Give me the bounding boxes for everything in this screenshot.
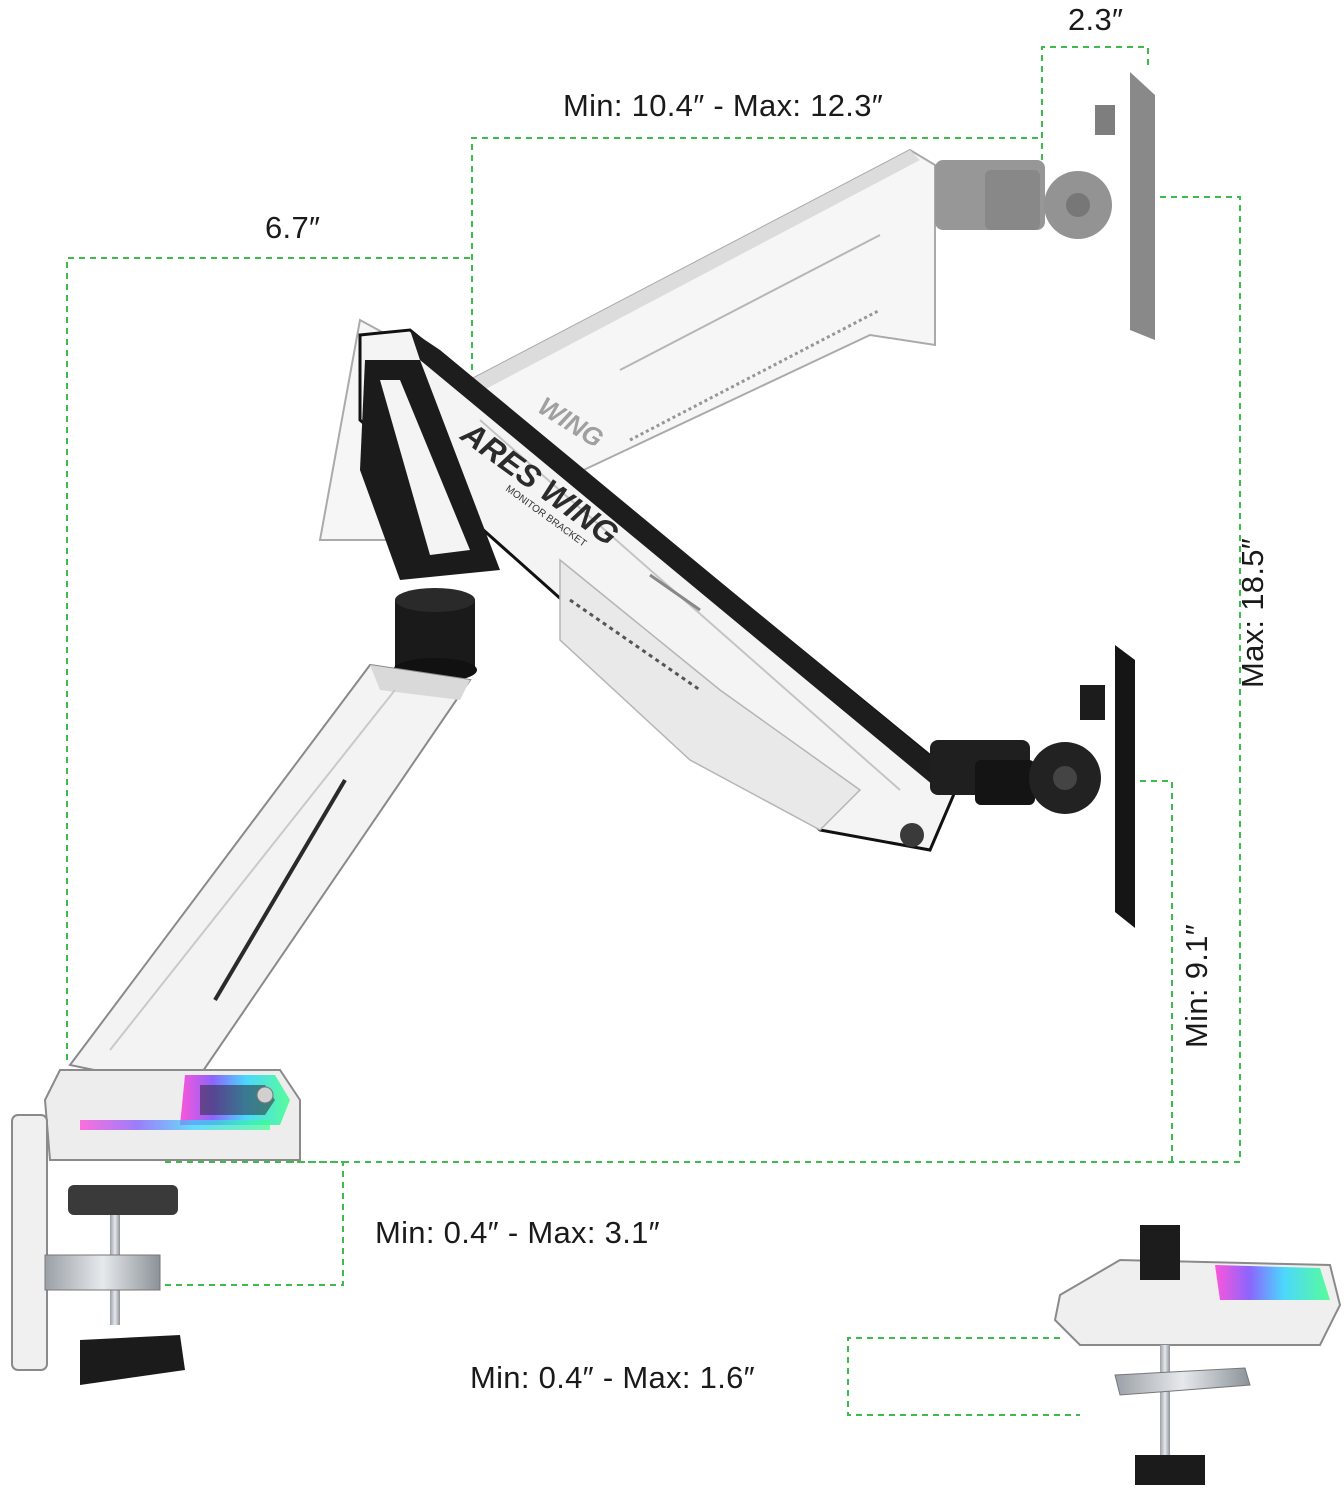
guide-inner-span [66, 257, 472, 1060]
label-height-min: Min: 9.1″ [1178, 924, 1214, 1048]
label-grommet-range: Min: 0.4″ - Max: 1.6″ [470, 1360, 755, 1395]
label-arm-span: Min: 10.4″ - Max: 12.3″ [563, 88, 884, 123]
dimension-guides [66, 46, 1241, 1416]
label-height-max: Max: 18.5″ [1235, 537, 1271, 689]
guide-clamp-range [160, 1161, 344, 1286]
base-and-clamp [11, 1069, 301, 1385]
guide-arm-span [471, 137, 1042, 370]
guide-top-offset [1041, 46, 1149, 160]
grommet-base [1053, 1225, 1342, 1485]
label-top-offset: 2.3″ [1068, 2, 1124, 37]
guide-height-min [1140, 780, 1173, 1162]
monitor-plate-lower [900, 645, 1135, 928]
lower-arm [68, 663, 472, 1092]
guide-height-max [290, 196, 1241, 1163]
guide-grommet-range [847, 1337, 1080, 1416]
forearm [358, 328, 962, 852]
label-clamp-range: Min: 0.4″ - Max: 3.1″ [375, 1215, 660, 1250]
label-inner-span: 6.7″ [265, 210, 321, 245]
